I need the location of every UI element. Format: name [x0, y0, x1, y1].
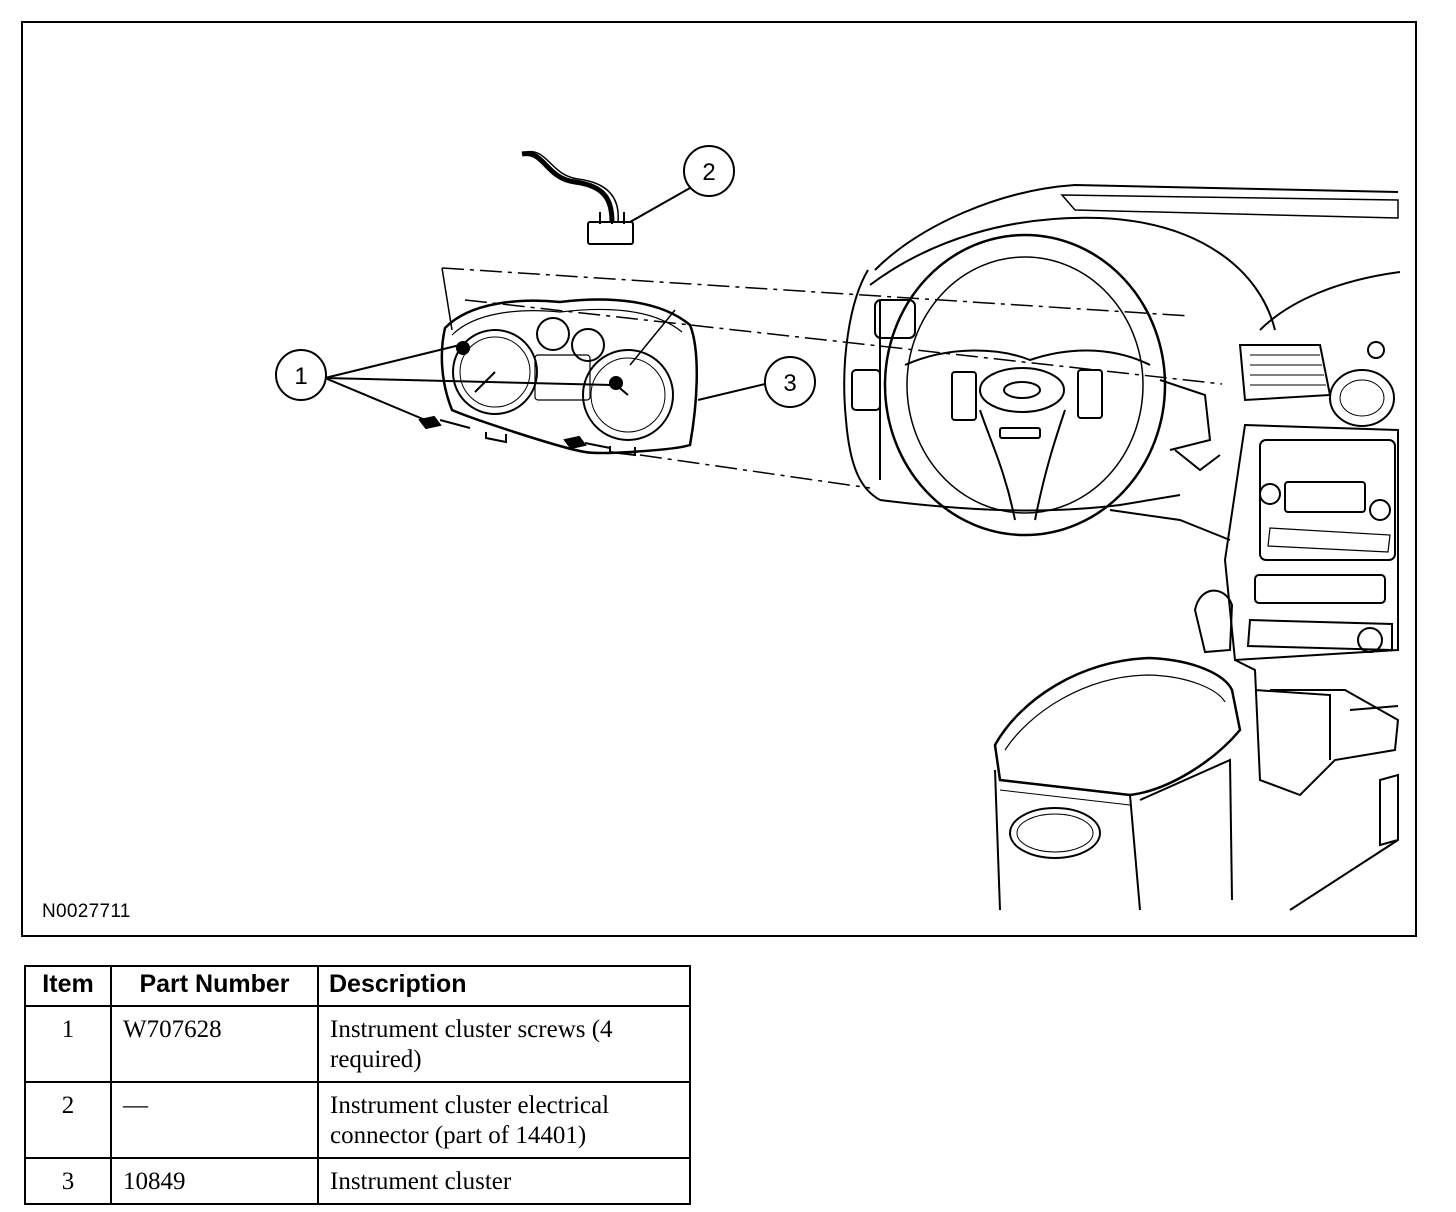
table-row: 2 — Instrument cluster electrical connec…: [24, 1081, 691, 1159]
table-row: 3 10849 Instrument cluster: [24, 1157, 691, 1205]
callout-2-circle: 2: [683, 145, 735, 197]
figure-id: N0027711: [42, 901, 131, 922]
callout-3-circle: 3: [764, 356, 816, 408]
header-description: Description: [317, 965, 691, 1007]
figure-frame: [21, 21, 1417, 937]
table-row: 1 W707628 Instrument cluster screws (4 r…: [24, 1005, 691, 1083]
parts-table: Item Part Number Description 1 W707628 I…: [24, 965, 691, 1205]
callout-1-circle: 1: [275, 349, 327, 401]
cell-part-number: W707628: [110, 1005, 319, 1083]
cell-description: Instrument cluster screws (4 required): [317, 1005, 691, 1083]
cell-part-number: 10849: [110, 1157, 319, 1205]
cell-item: 1: [24, 1005, 112, 1083]
header-part-number: Part Number: [110, 965, 319, 1007]
table-header-row: Item Part Number Description: [24, 965, 691, 1007]
svg-text:3: 3: [783, 370, 796, 397]
cell-item: 2: [24, 1081, 112, 1159]
callout-2-leader: [629, 187, 691, 223]
callout-1-leaders: [324, 344, 613, 423]
cell-description: Instrument cluster: [317, 1157, 691, 1205]
svg-text:1: 1: [294, 363, 307, 390]
svg-text:2: 2: [702, 159, 715, 186]
electrical-connector-drawing: [521, 150, 634, 245]
exploded-view-diagram: 1 2 3: [275, 145, 1401, 911]
cell-item: 3: [24, 1157, 112, 1205]
dashboard-drawing: [843, 183, 1401, 911]
alignment-lines: [441, 267, 1223, 489]
cell-part-number: —: [110, 1081, 319, 1159]
callout-3-leader: [697, 383, 766, 401]
cell-description: Instrument cluster electrical connector …: [317, 1081, 691, 1159]
instrument-cluster-drawing: [418, 298, 698, 457]
header-item: Item: [24, 965, 112, 1007]
